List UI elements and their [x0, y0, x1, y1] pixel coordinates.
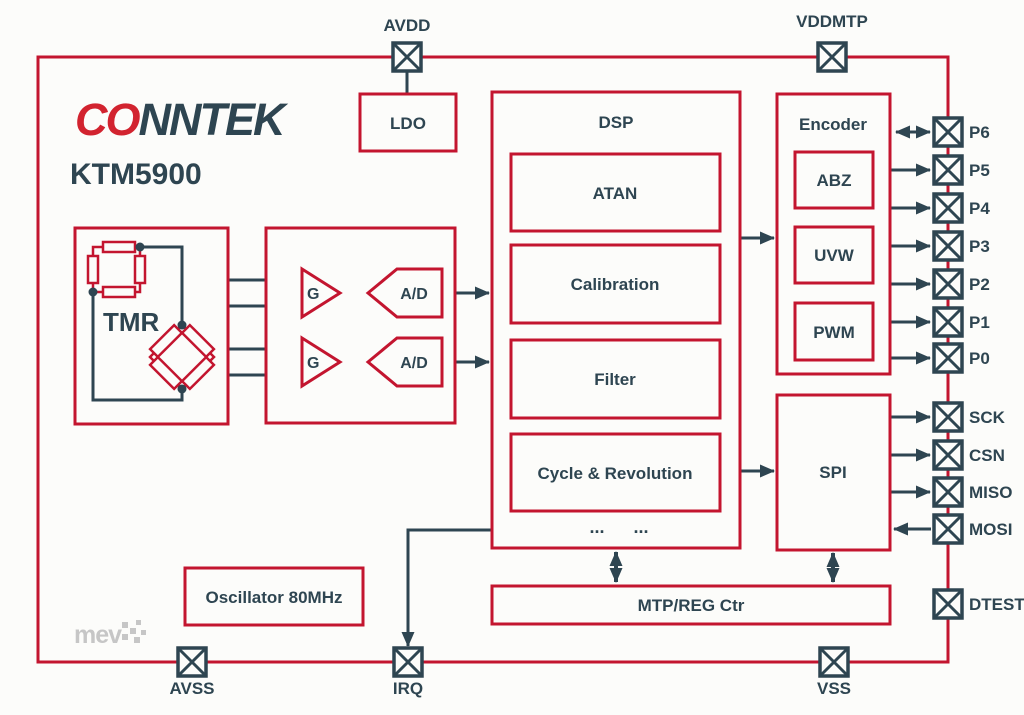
pin-irq: IRQ — [392, 646, 424, 698]
adc2-label: A/D — [400, 355, 428, 372]
pin-p2: P2 — [932, 268, 990, 300]
pin-dtest: DTEST — [932, 588, 1024, 620]
conntek-logo: CONNTEK — [75, 94, 289, 145]
watermark-text: mev — [74, 621, 122, 649]
uvw-block — [793, 225, 875, 285]
model-number: KTM5900 — [70, 158, 202, 191]
amplifier-2 — [300, 335, 343, 389]
gain1-label: G — [307, 286, 319, 303]
pin-p6-label: P6 — [969, 123, 990, 142]
amplifier-1 — [300, 266, 343, 320]
pin-p3: P3 — [932, 230, 990, 262]
node-dot — [135, 242, 145, 252]
adc-1 — [365, 267, 444, 319]
tmr-block: TMR — [73, 226, 230, 426]
pin-miso: MISO — [932, 476, 1012, 508]
pin-p2-label: P2 — [969, 275, 990, 294]
oscillator-label: Oscillator 80MHz — [206, 588, 343, 607]
afe-block: G G A/D A/D — [264, 226, 457, 425]
dsp-title: DSP — [599, 113, 634, 132]
pwm-label: PWM — [813, 323, 855, 342]
pin-p4: P4 — [932, 192, 990, 224]
ldo-label: LDO — [390, 114, 426, 133]
pin-avss: AVSS — [169, 646, 215, 698]
mtp-reg-block: MTP/REG Ctr — [490, 584, 892, 626]
pin-mosi-label: MOSI — [969, 520, 1012, 539]
pin-csn: CSN — [932, 439, 1005, 471]
dsp-ellipsis-right: ... — [633, 517, 648, 537]
pin-sck-label: SCK — [969, 408, 1006, 427]
adc-2 — [365, 336, 444, 388]
pin-vddmtp-label: VDDMTP — [796, 12, 868, 31]
watermark-pixels — [122, 620, 146, 643]
tmr-label: TMR — [103, 307, 160, 337]
atan-block — [509, 152, 722, 233]
cycle-revolution-label: Cycle & Revolution — [538, 464, 693, 483]
oscillator-block: Oscillator 80MHz — [183, 566, 365, 627]
pin-miso-label: MISO — [969, 483, 1012, 502]
pin-avss-label: AVSS — [169, 679, 214, 698]
bridge-wire-bottom — [91, 292, 184, 402]
calibration-block — [509, 243, 722, 325]
pin-p0: P0 — [932, 342, 990, 374]
pin-vss-label: VSS — [817, 679, 851, 698]
spi-block: SPI — [775, 393, 892, 552]
pin-p5-label: P5 — [969, 161, 990, 180]
pin-mosi: MOSI — [932, 513, 1012, 545]
node-dot — [177, 320, 187, 330]
pin-dtest-label: DTEST — [969, 595, 1024, 614]
pin-vss: VSS — [817, 646, 851, 698]
pin-sck: SCK — [932, 401, 1006, 433]
mtp-reg-label: MTP/REG Ctr — [638, 596, 745, 615]
node-dot — [88, 287, 98, 297]
encoder-block: Encoder ABZ UVW PWM — [775, 92, 892, 376]
pin-p3-label: P3 — [969, 237, 990, 256]
adc1-label: A/D — [400, 286, 428, 303]
encoder-title: Encoder — [799, 115, 867, 134]
pin-p1-label: P1 — [969, 313, 990, 332]
calibration-label: Calibration — [571, 275, 660, 294]
filter-label: Filter — [594, 370, 636, 389]
dsp-block: DSP ATAN Calibration Filter Cycle & Revo… — [490, 90, 742, 550]
abz-label: ABZ — [817, 171, 852, 190]
pin-p1: P1 — [932, 306, 990, 338]
spi-label: SPI — [819, 463, 846, 482]
pin-p6: P6 — [932, 116, 990, 148]
bridge-wire-top — [140, 245, 184, 325]
pin-avdd: AVDD — [384, 16, 431, 73]
filter-block — [509, 338, 722, 420]
pin-p0-label: P0 — [969, 349, 990, 368]
wire-dsp-irq — [401, 528, 492, 647]
pin-csn-label: CSN — [969, 446, 1005, 465]
watermark: mev — [74, 620, 146, 649]
gain2-label: G — [307, 355, 319, 372]
ldo-block: LDO — [358, 92, 458, 153]
wheatstone-bridge-square — [86, 240, 147, 299]
pin-p4-label: P4 — [969, 199, 990, 218]
dsp-ellipsis-left: ... — [589, 517, 604, 537]
node-dot — [177, 384, 187, 394]
pin-vddmtp: VDDMTP — [796, 12, 868, 73]
cycle-revolution-block — [509, 432, 722, 513]
abz-block — [793, 150, 875, 210]
uvw-label: UVW — [814, 246, 855, 265]
atan-label: ATAN — [593, 184, 638, 203]
pin-avdd-label: AVDD — [384, 16, 431, 35]
pin-irq-label: IRQ — [393, 679, 423, 698]
pwm-block — [793, 301, 875, 362]
pin-p5: P5 — [932, 154, 990, 186]
